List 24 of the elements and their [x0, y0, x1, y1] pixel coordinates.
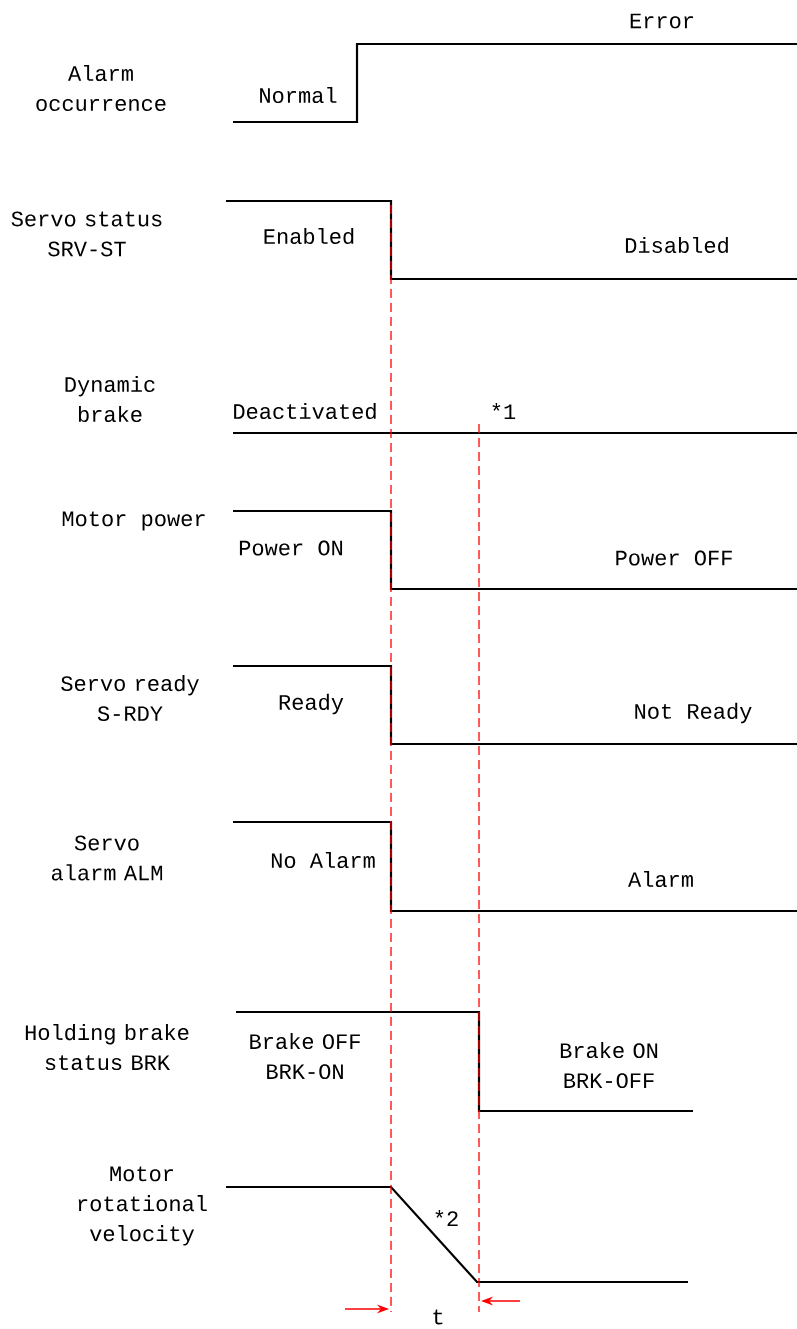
state-label: Ready	[279, 693, 344, 715]
state-label: Normal	[260, 86, 337, 104]
signal-name: Dynamic brake	[65, 375, 155, 423]
state-label: Power OFF	[616, 550, 732, 566]
signal-name: Servo ready S-RDY	[61, 674, 199, 722]
state-label: Enabled	[264, 227, 354, 245]
signal-name: Servo alarm ALM	[51, 835, 163, 881]
state-label: Not Ready	[635, 702, 752, 724]
state-label: Disabled	[625, 236, 728, 254]
signal-name: Motor power	[62, 511, 205, 531]
state-label: Error	[630, 13, 694, 29]
state-label: No Alarm	[271, 851, 375, 869]
state-label: Deactivated	[234, 402, 376, 420]
state-label: Brake ON BRK-OFF	[560, 1041, 658, 1089]
signal-name: Holding brake status BRK	[25, 1023, 189, 1071]
state-label: Alarm	[628, 870, 693, 888]
signal-name: Motor rotational velocity	[78, 1166, 207, 1246]
note-marker: *1	[492, 403, 516, 419]
note-marker: *2	[435, 1210, 458, 1226]
state-label: Brake OFF BRK-ON	[250, 1032, 360, 1080]
signal-name: Alarm occurrence	[36, 64, 166, 112]
time-label: t	[433, 1309, 443, 1325]
state-label: Power ON	[239, 540, 343, 556]
signal-name: Servo status SRV-ST	[11, 211, 162, 257]
